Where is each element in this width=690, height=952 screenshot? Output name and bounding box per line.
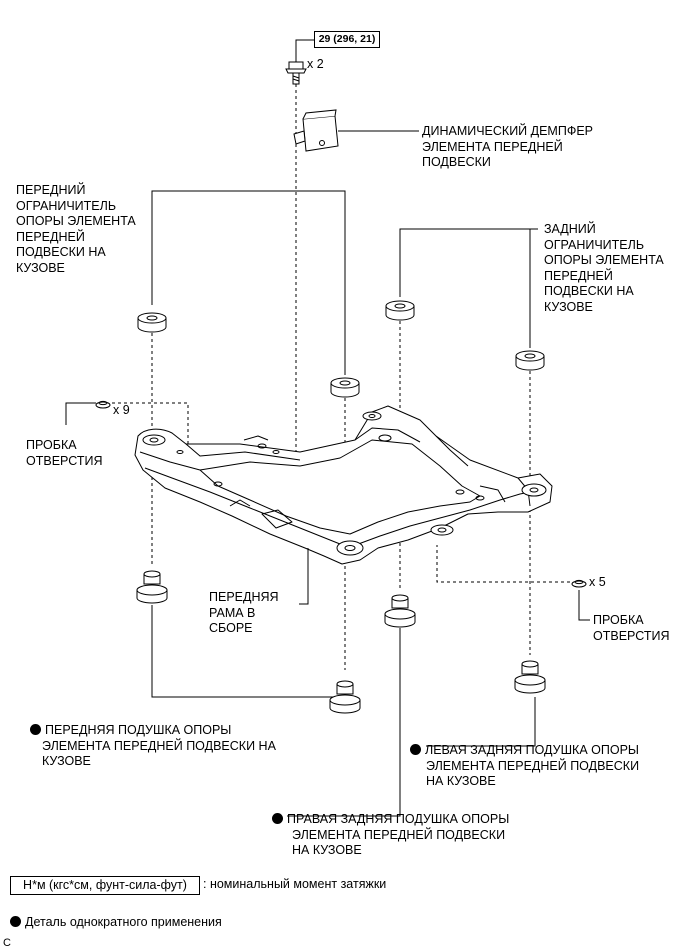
rear-stopper-left-icon <box>385 300 415 321</box>
hole-plug-right-leader <box>578 590 590 621</box>
right-rear-cushion-icon <box>384 594 416 628</box>
hole-plug-left-quantity: x 9 <box>113 403 130 417</box>
front-stopper-right-icon <box>330 377 360 398</box>
hole-plug-right-quantity: x 5 <box>589 575 606 589</box>
nonreusable-marker-icon <box>410 744 421 755</box>
right-rear-cushion-leader <box>287 628 401 817</box>
torque-spec-box: 29 (296, 21) <box>314 31 380 48</box>
bolt-icon <box>285 61 307 85</box>
nonreusable-marker-icon <box>272 813 283 824</box>
rear-stopper-right-icon <box>515 350 545 371</box>
frame-leader <box>299 548 309 605</box>
front-cushion-left-icon <box>136 570 168 604</box>
hole-plug-left-label: ПРОБКА ОТВЕРСТИЯ <box>26 438 103 468</box>
rear-stopper-label: ЗАДНИЙ ОГРАНИЧИТЕЛЬ ОПОРЫ ЭЛЕМЕНТА ПЕРЕД… <box>544 222 664 314</box>
front-cushion-right-icon <box>329 680 361 714</box>
torque-leader <box>295 39 314 66</box>
legend-nonreusable: Деталь однократного применения <box>10 915 222 931</box>
left-rear-cushion-icon <box>514 660 546 694</box>
bolt-quantity: x 2 <box>307 57 324 71</box>
legend-torque-unit-box: Н*м (кгс*см, фунт-сила-фут) <box>10 876 200 895</box>
front-cushion-label: ПЕРЕДНЯЯ ПОДУШКА ОПОРЫ ЭЛЕМЕНТА ПЕРЕДНЕЙ… <box>30 723 276 770</box>
left-rear-cushion-leader <box>426 697 536 747</box>
front-stopper-label: ПЕРЕДНИЙ ОГРАНИЧИТЕЛЬ ОПОРЫ ЭЛЕМЕНТА ПЕР… <box>16 183 136 275</box>
legend-torque-desc: : номинальный момент затяжки <box>203 877 387 891</box>
hole-plug-left-leader <box>65 402 96 425</box>
hole-plug-left-icon <box>95 400 111 409</box>
left-rear-cushion-label: ЛЕВАЯ ЗАДНЯЯ ПОДУШКА ОПОРЫ ЭЛЕМЕНТА ПЕРЕ… <box>410 743 639 790</box>
front-cushion-bracket <box>151 605 335 698</box>
rear-stopper-leader <box>399 228 531 348</box>
front-stopper-leader <box>151 190 346 375</box>
nonreusable-marker-icon <box>10 916 21 927</box>
hole-plug-right-label: ПРОБКА ОТВЕРСТИЯ <box>593 613 670 643</box>
hole-plug-right-icon <box>571 579 587 588</box>
corner-mark: C <box>3 937 11 949</box>
frame-label: ПЕРЕДНЯЯ РАМА В СБОРЕ <box>209 590 279 636</box>
right-rear-cushion-label: ПРАВАЯ ЗАДНЯЯ ПОДУШКА ОПОРЫ ЭЛЕМЕНТА ПЕР… <box>272 812 509 859</box>
front-frame-assembly-icon <box>134 405 553 565</box>
dynamic-damper-icon <box>293 109 339 152</box>
damper-label: ДИНАМИЧЕСКИЙ ДЕМПФЕР ЭЛЕМЕНТА ПЕРЕДНЕЙ П… <box>422 124 594 170</box>
nonreusable-marker-icon <box>30 724 41 735</box>
front-stopper-left-icon <box>137 312 167 333</box>
